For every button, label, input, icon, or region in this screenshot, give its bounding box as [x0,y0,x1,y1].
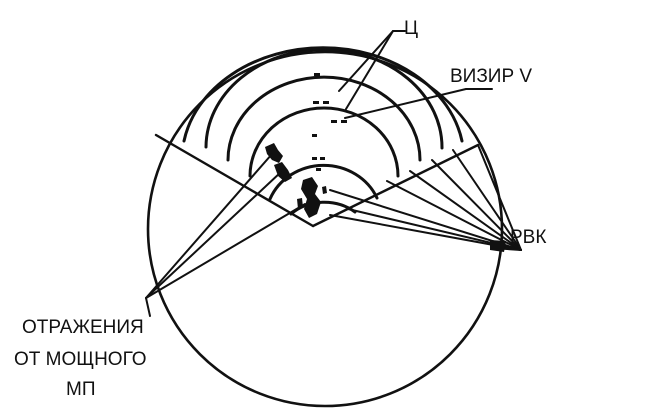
clutter-blob [322,186,327,194]
range-rings [182,46,464,216]
echo-mark [313,101,319,104]
reflections-label-line2: ОТ МОЩНОГО [14,349,147,370]
target-leader-line [345,30,394,110]
clutter-blob [265,143,283,163]
echo-mark [316,168,321,171]
range-marker-label: ВИЗИР V [450,66,532,87]
rvk-leader-line [452,149,522,251]
range-marker-leader [344,88,493,119]
target-echoes [312,73,347,171]
rvk-leader-line [386,180,522,251]
rvk-pointer [490,240,506,252]
echo-mark [331,120,337,123]
rvk-leader-line [431,159,522,251]
rvk-leader-line [477,144,522,251]
range-ring-4 [226,75,422,162]
echo-mark [312,134,317,137]
rvk-leader-line [329,214,522,251]
range-ring-6 [182,46,464,143]
range-ring-3 [248,106,400,178]
echo-mark [341,120,347,123]
reflections-leader-line [145,171,282,299]
rvk-leader-line [329,189,522,251]
reflections-leader-line [145,203,306,299]
range-ring-5 [204,48,444,150]
reflections-label-line1: ОТРАЖЕНИЯ [22,317,144,338]
reflections-leader-line [145,153,273,299]
range-control-leaders [329,144,522,251]
range-control-label: РВК [510,227,546,248]
target-leaders [338,30,406,110]
echo-mark [312,157,317,160]
sector-left-boundary [154,133,315,228]
clutter-blob [274,162,292,182]
target-leader-line [338,30,394,92]
rvk-leader-line [409,170,522,251]
echo-mark [323,101,329,104]
target-label: Ц [404,18,418,39]
reflections-leader-line [145,297,151,317]
strong-object-reflections [265,143,327,218]
clutter-blob [301,177,321,218]
reflections-leaders [145,153,306,317]
echo-mark [314,73,320,76]
reflections-label-line3: МП [66,379,95,400]
echo-mark [320,157,325,160]
scope-circle [146,50,504,408]
range-ring-2 [268,163,379,201]
